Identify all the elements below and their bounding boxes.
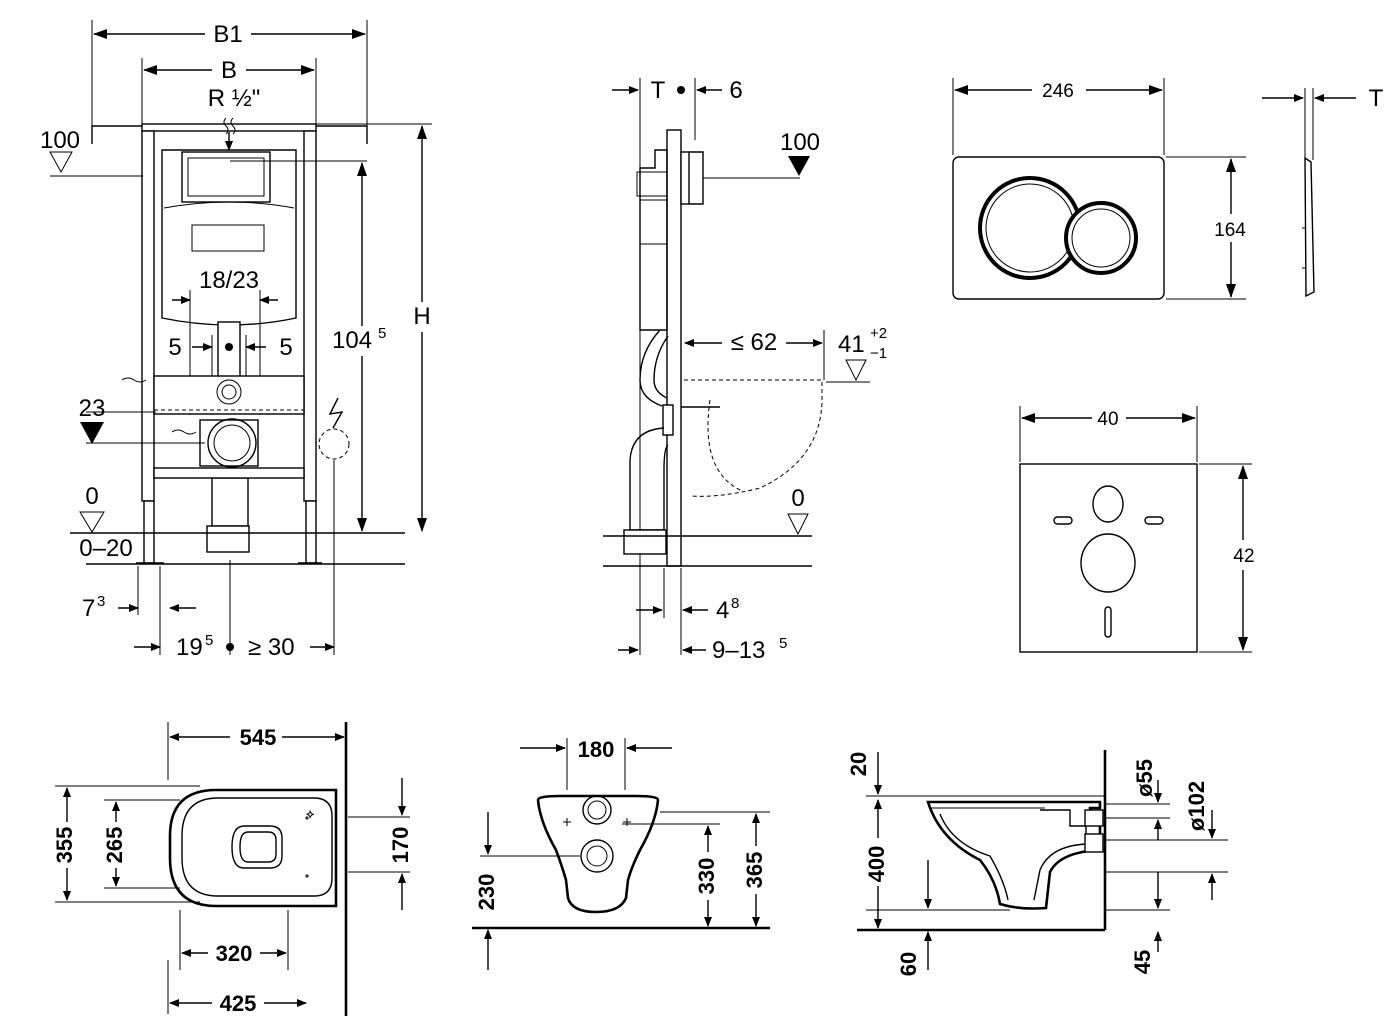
label-h: H bbox=[413, 303, 430, 330]
label-19: 19 bbox=[176, 634, 203, 661]
label-side-0: 0 bbox=[791, 485, 804, 512]
label-thread: R ½" bbox=[208, 85, 261, 112]
label-plate-t: T bbox=[1369, 85, 1384, 112]
label-pad-width: 40 bbox=[1097, 409, 1118, 430]
label-320: 320 bbox=[216, 941, 253, 966]
label-180: 180 bbox=[578, 737, 615, 762]
dimension-labels: B1 B R ½" 100 18/23 5 5 104 5 H 23 0 0–2… bbox=[40, 21, 1384, 1016]
label-104-sup: 5 bbox=[378, 325, 386, 342]
label-5-right: 5 bbox=[279, 334, 292, 361]
label-104: 104 bbox=[332, 327, 372, 354]
label-230: 230 bbox=[474, 874, 499, 911]
label-level-100: 100 bbox=[40, 127, 80, 154]
label-plate-width: 246 bbox=[1042, 81, 1074, 102]
frame-front-view bbox=[49, 20, 436, 655]
label-t: T bbox=[651, 77, 666, 104]
svg-text:✦: ✦ bbox=[306, 810, 314, 821]
label-5-left: 5 bbox=[168, 334, 181, 361]
label-4: 4 bbox=[716, 597, 729, 624]
label-400: 400 bbox=[864, 846, 889, 883]
label-41-minus: −1 bbox=[870, 345, 887, 362]
label-355: 355 bbox=[52, 827, 77, 864]
label-pad-height: 42 bbox=[1233, 546, 1254, 567]
label-41: 41 bbox=[838, 331, 865, 358]
label-4-sup: 8 bbox=[731, 595, 739, 612]
bowl-side-view bbox=[857, 750, 1228, 970]
label-o55: ø55 bbox=[1132, 759, 1157, 797]
label-gap-18-23: 18/23 bbox=[199, 267, 259, 294]
label-b1: B1 bbox=[213, 21, 242, 48]
label-425: 425 bbox=[220, 991, 257, 1016]
label-60: 60 bbox=[896, 952, 921, 976]
label-range-0-20: 0–20 bbox=[79, 535, 132, 562]
label-side-100: 100 bbox=[780, 129, 820, 156]
bowl-top-view: ✦ bbox=[50, 722, 410, 1016]
label-ge30: ≥ 30 bbox=[248, 634, 295, 661]
label-level-23: 23 bbox=[79, 395, 106, 422]
label-330: 330 bbox=[694, 858, 719, 895]
flush-plate-view bbox=[952, 76, 1356, 300]
label-7: 7 bbox=[82, 595, 95, 622]
label-20: 20 bbox=[846, 752, 871, 776]
label-365: 365 bbox=[742, 852, 767, 889]
label-545: 545 bbox=[240, 725, 277, 750]
frame-side-view bbox=[603, 78, 870, 655]
label-plate-height: 164 bbox=[1214, 220, 1246, 241]
label-level-0: 0 bbox=[85, 483, 98, 510]
label-le62: ≤ 62 bbox=[731, 329, 778, 356]
label-41-plus: +2 bbox=[870, 325, 887, 342]
label-6: 6 bbox=[729, 77, 742, 104]
label-b: B bbox=[221, 57, 237, 84]
label-9-13-sup: 5 bbox=[779, 635, 787, 652]
label-o102: ø102 bbox=[1184, 781, 1209, 831]
label-265: 265 bbox=[102, 827, 127, 864]
label-9-13: 9–13 bbox=[712, 637, 765, 664]
label-170: 170 bbox=[388, 827, 413, 864]
sound-pad-view bbox=[1019, 405, 1260, 653]
bowl-front-view bbox=[470, 738, 772, 970]
label-45: 45 bbox=[1130, 950, 1155, 974]
label-19-sup: 5 bbox=[205, 632, 213, 649]
label-7-sup: 3 bbox=[97, 593, 105, 610]
